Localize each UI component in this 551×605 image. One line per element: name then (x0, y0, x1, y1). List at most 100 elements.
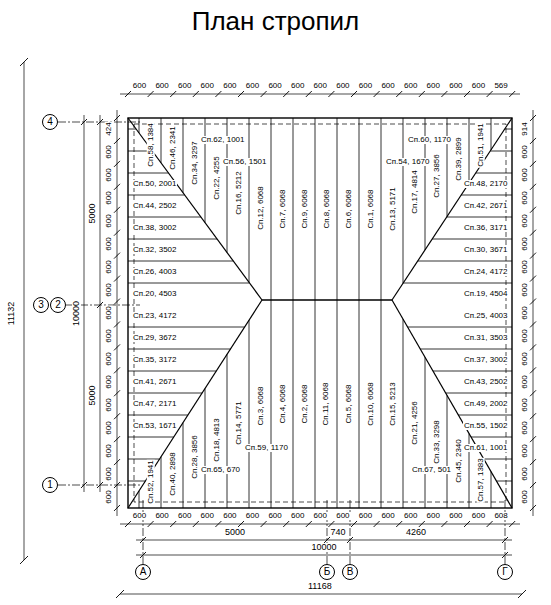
dimension-text: 600 (267, 82, 282, 90)
rafter-label: Сп.19, 4504 (463, 290, 508, 298)
rafter (505, 129, 512, 130)
axis-marker: 4 (42, 114, 58, 130)
rafter-label: Сп.60, 1170 (407, 136, 452, 144)
dimension-tick (140, 552, 146, 558)
rafter (337, 118, 338, 300)
dimension-tick (170, 91, 176, 97)
dimension-text: 600 (154, 512, 169, 520)
dimension-tick (374, 91, 380, 97)
dimension-tick (114, 321, 120, 327)
rafter-label: Сп.21, 4256 (410, 400, 418, 445)
dimension-text: 11168 (307, 582, 333, 591)
rafter (471, 437, 512, 438)
dimension-text: 600 (520, 466, 528, 481)
axis-line (350, 500, 351, 564)
wall-line (134, 124, 506, 502)
rafter (491, 118, 492, 150)
dimension-tick (97, 302, 103, 308)
dimension-text: 600 (520, 282, 528, 297)
axis-marker: Б (319, 564, 335, 580)
dimension-text: 600 (520, 191, 528, 206)
dimension-tick (261, 521, 267, 527)
dimension-text: 600 (104, 236, 112, 251)
rafter-label: Сп.33, 3298 (432, 419, 440, 464)
rafter (484, 459, 512, 460)
dimension-text: 5000 (88, 384, 97, 406)
rafter-label: Сп.6, 6068 (344, 188, 352, 229)
rafter (128, 283, 249, 284)
dimension-line (136, 540, 512, 541)
dimension-tick (419, 521, 425, 527)
dimension-text: 600 (177, 82, 192, 90)
dimension-tick (487, 521, 493, 527)
dimension-text: 600 (520, 145, 528, 160)
dimension-line (120, 524, 520, 525)
axis-line (58, 122, 140, 123)
dimension-tick (464, 91, 470, 97)
rafter-label: Сп.52, 1941 (146, 459, 154, 504)
dimension-tick (114, 253, 120, 259)
rafter (128, 393, 202, 394)
dimension-text: 5000 (224, 528, 246, 537)
rafter-label: Сп.16, 5212 (234, 170, 242, 215)
dimension-text: 600 (471, 82, 486, 90)
dimension-text: 600 (104, 145, 112, 160)
hip-rafter (128, 300, 262, 508)
dimension-text: 600 (177, 512, 192, 520)
dimension-tick (114, 184, 120, 190)
dimension-tick (170, 521, 176, 527)
dimension-tick (530, 207, 536, 213)
rafter-label: Сп.41, 2671 (132, 378, 177, 386)
rafter-label: Сп.31, 3503 (463, 334, 508, 342)
dimension-text: 5000 (88, 202, 97, 224)
rafter (490, 151, 512, 152)
axis-letter: А (136, 565, 150, 579)
rafter-label: Сп.5, 6068 (344, 383, 352, 424)
rafter-label: Сп.25, 4003 (463, 312, 508, 320)
roof-outline (128, 118, 512, 508)
dimension-tick (530, 344, 536, 350)
dimension-tick (351, 521, 357, 527)
dimension-tick (502, 537, 508, 543)
dimension-tick (81, 482, 87, 488)
rafter (476, 173, 512, 174)
rafter (128, 371, 216, 372)
rafter (128, 459, 160, 460)
dimension-text: 600 (520, 351, 528, 366)
dimension-text: 569 (493, 82, 508, 90)
rafter-label: Сп.4, 6068 (278, 383, 286, 424)
dimension-tick (193, 521, 199, 527)
dimension-text: 600 (471, 512, 486, 520)
rafter (205, 118, 206, 223)
dimension-text: 600 (520, 374, 528, 389)
dimension-text: 600 (520, 214, 528, 229)
dimension-tick (441, 91, 447, 97)
rafter-label: Сп.11, 6068 (322, 382, 330, 427)
rafter (293, 118, 294, 300)
dimension-text: 600 (245, 512, 260, 520)
dimension-text: 608 (493, 512, 508, 520)
rafter-label: Сп.51, 1941 (476, 122, 484, 167)
rafter (359, 118, 360, 300)
dimension-text: 10000 (311, 543, 338, 552)
dimension-tick (530, 115, 536, 121)
rafter (337, 300, 338, 508)
rafter (425, 357, 426, 508)
rafter-label: Сп.67, 501 (411, 466, 452, 474)
dimension-tick (114, 344, 120, 350)
rafter-label: Сп.18, 4813 (212, 417, 220, 462)
dimension-text: 600 (132, 512, 147, 520)
dimension-tick (238, 91, 244, 97)
dimension-tick (328, 521, 334, 527)
dimension-tick (114, 505, 120, 511)
dimension-tick (530, 161, 536, 167)
dimension-tick (283, 91, 289, 97)
rafter (381, 300, 382, 508)
dimension-text: 600 (104, 397, 112, 412)
dimension-tick (261, 91, 267, 97)
rafter-label: Сп.53, 1671 (132, 422, 177, 430)
rafter (315, 300, 316, 508)
axis-letter: 2 (51, 298, 65, 312)
rafter (128, 129, 136, 130)
dimension-text: 600 (520, 397, 528, 412)
